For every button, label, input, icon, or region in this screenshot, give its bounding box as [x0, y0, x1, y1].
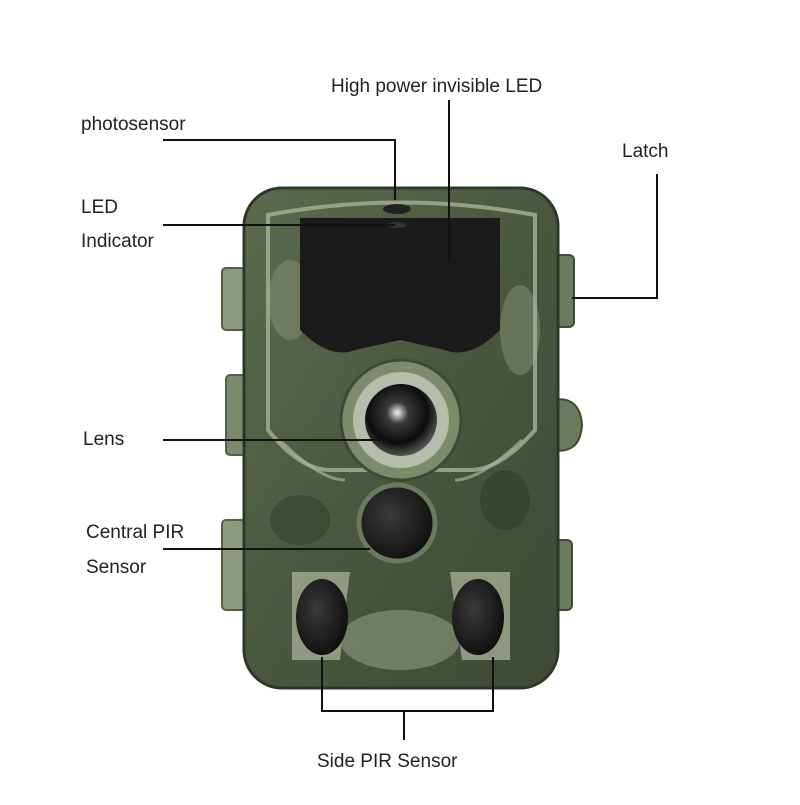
label-central-pir-line1: Central PIR: [86, 522, 185, 543]
callout-side-pir: [321, 657, 494, 712]
photosensor-shape: [383, 204, 411, 214]
label-lens: Lens: [83, 429, 125, 450]
label-latch: Latch: [622, 141, 669, 162]
side-pir-right-shape: [452, 579, 504, 655]
callout-lines: [163, 100, 658, 740]
lens-shape: [365, 384, 437, 456]
label-high-power-led: High power invisible LED: [331, 76, 543, 97]
callout-photosensor: [163, 139, 396, 200]
label-side-pir: Side PIR Sensor: [317, 751, 458, 772]
label-central-pir-line2: Sensor: [86, 557, 147, 578]
label-photosensor: photosensor: [81, 114, 186, 135]
central-pir-shape: [356, 482, 438, 564]
side-pir-left-shape: [296, 579, 348, 655]
callout-latch: [572, 174, 658, 299]
ir-led-window: [300, 218, 500, 353]
label-led-indicator-line2: Indicator: [81, 231, 154, 252]
label-led-indicator-line1: LED: [81, 197, 118, 218]
